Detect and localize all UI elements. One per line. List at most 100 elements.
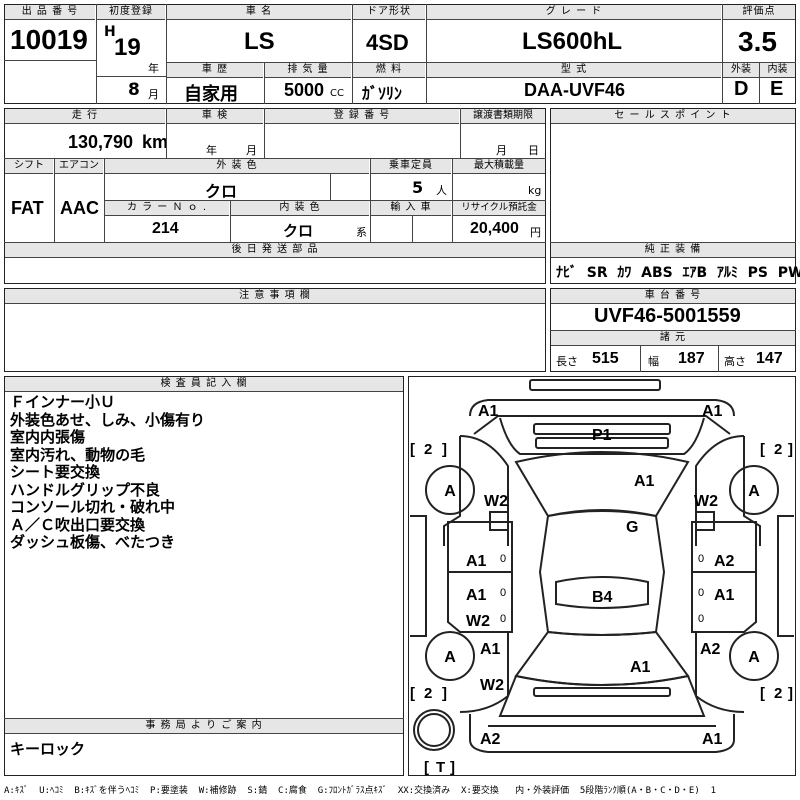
fender-fr-mark: W2 [694,493,718,510]
note-line: 外装色あせ、しみ、小傷有り [10,410,206,429]
ext-color-value: クロ [205,182,238,201]
deadline-month-unit: 月 [496,144,507,157]
inspector-notes-list: Ｆインナー小Ｕ 外装色あせ、しみ、小傷有り 室内内張傷 室内汚れ、動物の毛 シー… [10,393,206,552]
car-name-header: 車 名 [167,5,351,20]
capacity-value: 5 [412,178,424,197]
transfer-deadline-header: 譲渡書類期限 [461,109,545,124]
svg-text:[: [ [410,685,415,702]
inspector-box [4,376,404,776]
displacement-unit: CC [330,88,344,99]
quarter-r-mark: A2 [700,641,721,658]
reg-month: 8 [128,80,140,100]
svg-text:]: ] [450,759,455,776]
deadline-day-unit: 日 [528,144,539,157]
shift-header: シフト [5,159,53,174]
reg-year: 19 [114,34,141,61]
specs-header: 諸 元 [551,331,795,346]
svg-text:]: ] [788,685,793,702]
windshield-mark: G [626,519,638,536]
recycle-unit: 円 [530,226,541,239]
wheel-rr-mark: A [748,649,760,666]
color-no-header: カ ラ ー Ｎ ｏ . [105,201,229,216]
fuel-header: 燃 料 [353,63,425,78]
note-line: ダッシュ板傷、べたつき [10,533,176,551]
mileage-value: 130,790 [68,132,134,152]
car-name-value: LS [244,28,275,55]
notes-header: 注 意 事 項 欄 [5,289,545,304]
length-label: 長さ [556,355,578,368]
wheel-fl-mark: A [444,483,456,500]
history-header: 車 歴 [167,63,263,78]
capacity-unit: 人 [436,184,447,197]
exterior-grade: D [734,78,749,100]
aircon-header: エアコン [55,159,103,174]
svg-text:[: [ [410,441,415,458]
note-line: 室内汚れ、動物の毛 [10,445,146,464]
int-color-suffix: 系 [356,226,367,239]
era-letter: H [104,24,116,40]
tire-rl-depth: 2 [424,685,432,702]
import-header: 輸 入 車 [371,201,451,216]
wheel-fr-mark: A [748,483,760,500]
mileage-header: 走 行 [5,109,165,124]
interior-header: 内装 [760,63,795,78]
height-value: 147 [756,350,783,367]
lot-no-header: 出 品 番 号 [5,5,95,20]
exterior-header: 外装 [723,63,759,78]
displacement-value: 5000 [284,80,325,100]
later-parts-header: 後 日 発 送 部 品 [5,243,545,258]
door-fr-mark: A2 [714,553,735,570]
door-rl-mark: A1 [466,587,487,604]
width-label: 幅 [648,355,659,368]
roof-mark: B4 [592,589,613,606]
zero-mark: 0 [500,613,506,625]
note-line: Ａ／Ｃ吹出口要交換 [10,515,146,534]
recycle-value: 20,400 [470,220,519,237]
quarter-l-mark: A1 [480,641,501,658]
rear-left-mark: A2 [480,731,501,748]
ext-color-header: 外 装 色 [105,159,369,174]
trunk-mark: A1 [630,659,651,676]
aircon-value: AAC [60,198,99,218]
history-value: 自家用 [184,84,238,105]
max-load-header: 最大積載量 [453,159,545,174]
car-diagram-box [408,376,796,776]
hood-mark: A1 [634,473,655,490]
tire-fr-depth: 2 [774,441,782,458]
zero-mark: 0 [500,587,506,599]
svg-text:]: ] [788,441,793,458]
car-diagram: A A A A A1 A1 P1 A1 G W2 W2 A1 A2 A1 A1 … [410,379,794,776]
score-value: 3.5 [738,26,777,57]
office-note: キーロック [10,740,86,758]
office-header: 事 務 局 よ り ご 案 内 [5,719,403,734]
chassis-no: UVF46-5001559 [594,305,741,327]
roof-front-mark: P1 [592,427,612,444]
tire-fl-depth: 2 [424,441,432,458]
note-line: シート要交換 [10,463,101,481]
first-reg-header: 初度登録 [97,5,165,20]
width-value: 187 [678,350,705,367]
grade-value: LS600hL [522,28,623,55]
zero-mark: 0 [698,587,704,599]
genuine-header: 純 正 装 備 [551,243,795,258]
reg-month-unit: 月 [148,88,159,101]
fender-fl-mark: W2 [484,493,508,510]
reg-year-unit: 年 [148,62,159,75]
note-line: ハンドルグリップ不良 [10,480,161,499]
shift-value: FAT [11,198,44,218]
max-load-unit: kg [528,184,542,197]
zero-mark: 0 [698,613,704,625]
score-header: 評価点 [723,5,795,20]
sales-point-header: セ ー ル ス ポ イ ン ト [551,109,795,124]
inspection-month-unit: 月 [246,144,257,157]
note-line: コンソール切れ・破れ中 [10,498,176,516]
door-fl-mark: A1 [466,553,487,570]
displacement-header: 排 気 量 [265,63,351,78]
door-rr-mark: A1 [714,587,735,604]
inspection-header: 車 検 [167,109,263,124]
pillar-l-mark: W2 [466,613,490,630]
note-line: Ｆインナー小Ｕ [10,393,116,411]
inspector-header: 検 査 員 記 入 欄 [5,377,403,392]
genuine-equipment: ﾅﾋﾞ SR ｶﾜ ABS ｴｱB ｱﾙﾐ PS PW [556,265,800,281]
svg-text:]: ] [442,685,447,702]
